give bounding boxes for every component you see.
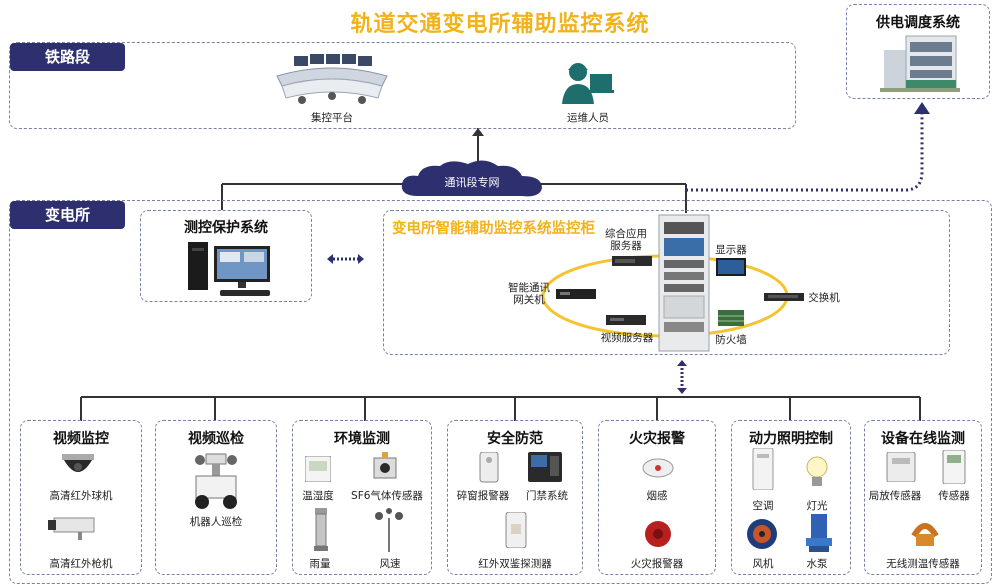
subsystem-title: 火灾报警 <box>629 431 685 447</box>
item-label: 水泵 <box>806 558 828 570</box>
dispatch-section <box>846 4 990 99</box>
switch-icon <box>764 293 804 301</box>
staff-label: 运维人员 <box>567 112 609 124</box>
display-icon <box>716 258 746 276</box>
item-label: 风速 <box>379 558 401 570</box>
item-label: 风机 <box>752 558 774 570</box>
building-icon <box>880 35 960 92</box>
subsystem-title: 视频监控 <box>53 431 109 447</box>
firewall-label: 防火墙 <box>715 334 747 346</box>
item-label: 烟感 <box>646 490 668 502</box>
subsystem-online-monitor <box>864 420 982 575</box>
subsystem-security <box>447 420 583 575</box>
item-label: SF6气体传感器 <box>351 490 423 502</box>
fire-alarm-icon <box>645 521 671 547</box>
item-label: 局放传感器 <box>868 490 922 502</box>
staff-icon <box>562 63 614 104</box>
railway-tag: 铁路段 <box>10 43 125 71</box>
sf6-sensor-icon <box>373 452 397 479</box>
video-server-label: 视频服务器 <box>600 332 654 344</box>
railway-section <box>9 42 796 129</box>
network-cloud-icon <box>401 160 542 197</box>
thermometer-hygrometer-icon <box>305 456 331 482</box>
subsystem-power-lighting <box>731 420 851 575</box>
subsystem-title: 设备在线监测 <box>881 431 965 447</box>
cloud-label: 通讯段专网 <box>444 176 500 189</box>
substation-section <box>9 200 992 584</box>
anemometer-icon <box>375 508 403 552</box>
dispatch-title: 供电调度系统 <box>876 15 960 31</box>
item-label: 温湿度 <box>302 490 334 502</box>
item-label: 门禁系统 <box>526 490 568 502</box>
gateway-icon <box>556 289 596 299</box>
item-label: 红外双鉴探测器 <box>478 558 552 570</box>
item-label: 碎窗报警器 <box>456 490 510 502</box>
subsystem-video-patrol <box>155 420 277 575</box>
display-label: 显示器 <box>715 244 747 256</box>
window-alarm-icon <box>479 452 499 483</box>
item-label: 火灾报警器 <box>630 558 684 570</box>
light-bulb-icon <box>806 456 828 486</box>
subsystem-title: 安全防范 <box>487 431 543 447</box>
smoke-detector-icon <box>642 458 674 478</box>
item-label: 无线测温传感器 <box>886 558 960 570</box>
item-label: 灯光 <box>806 500 828 512</box>
switch-label: 交换机 <box>808 292 840 304</box>
platform-label: 集控平台 <box>311 112 353 124</box>
protect-title: 测控保护系统 <box>184 220 268 236</box>
rain-gauge-icon <box>314 508 328 551</box>
subsystem-video-monitor <box>20 420 142 575</box>
cabinet-rack-icon <box>658 214 710 352</box>
wireless-temp-sensor-icon <box>911 523 939 546</box>
dome-camera-icon <box>62 454 94 472</box>
item-label: 空调 <box>752 500 774 512</box>
protect-section <box>140 210 312 302</box>
item-label: 机器人巡检 <box>189 516 243 528</box>
robot-icon <box>195 453 237 509</box>
item-label: 传感器 <box>938 490 970 502</box>
cabinet-title: 变电所智能辅助监控系统监控柜 <box>392 221 595 237</box>
bullet-camera-icon <box>48 517 95 540</box>
subsystem-environment <box>292 420 432 575</box>
fan-icon <box>747 519 777 549</box>
cabinet-section <box>383 210 950 355</box>
substation-tag: 变电所 <box>10 201 125 229</box>
firewall-icon <box>718 310 744 326</box>
item-label: 雨量 <box>309 558 331 570</box>
gateway-label: 智能通讯 网关机 <box>508 282 550 306</box>
sensor-icon <box>942 450 966 484</box>
item-label: 高清红外球机 <box>49 490 113 502</box>
app-server-label: 综合应用 服务器 <box>605 228 647 252</box>
subsystem-title: 动力照明控制 <box>749 431 833 447</box>
app-server-icon <box>612 256 652 266</box>
air-conditioner-icon <box>752 448 774 490</box>
access-control-icon <box>528 452 562 482</box>
partial-discharge-sensor-icon <box>886 452 916 482</box>
subsystem-fire <box>598 420 716 575</box>
dual-detector-icon <box>505 512 527 548</box>
water-pump-icon <box>806 514 832 552</box>
control-platform-icon <box>276 54 388 104</box>
subsystem-title: 视频巡检 <box>188 431 244 447</box>
computer-icon <box>188 242 270 296</box>
item-label: 高清红外枪机 <box>49 558 113 570</box>
subsystem-title: 环境监测 <box>334 431 390 447</box>
diagram-title: 轨道交通变电所辅助监控系统 <box>350 12 650 37</box>
video-server-icon <box>606 315 646 325</box>
